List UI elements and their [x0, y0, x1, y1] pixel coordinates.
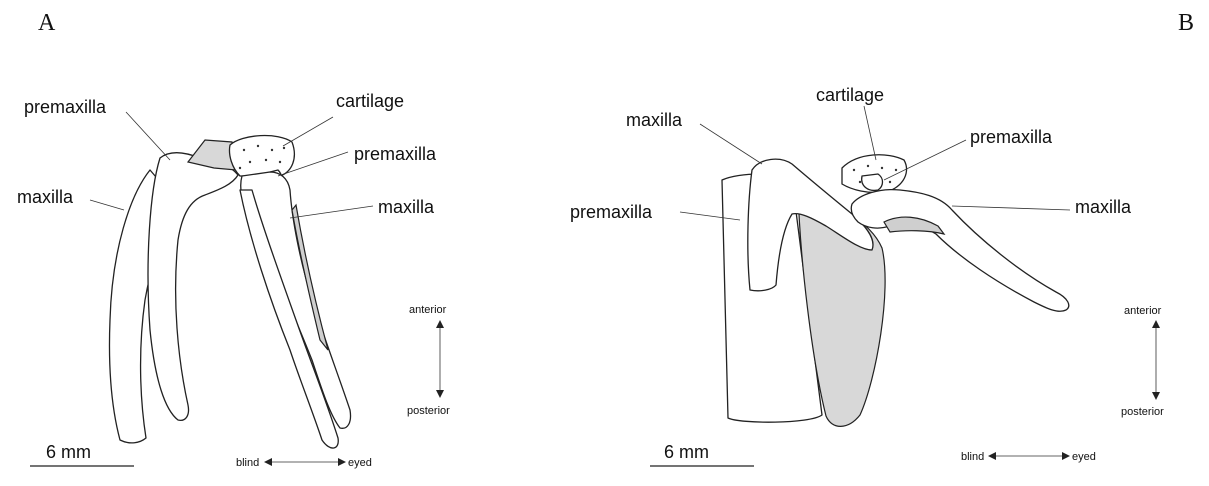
panel-b-leader-maxilla-top	[700, 124, 762, 164]
panel-b-label-maxilla-top: maxilla	[626, 110, 683, 130]
panel-a-label-premaxilla-left: premaxilla	[24, 97, 107, 117]
panel-b-arrow-down-icon	[1152, 392, 1160, 400]
panel-b-scale-label: 6 mm	[664, 442, 709, 462]
panel-b-arrow-right-icon	[1062, 452, 1070, 460]
panel-a-scale-label: 6 mm	[46, 442, 91, 462]
panel-b-label-cartilage: cartilage	[816, 85, 884, 105]
panel-b-label-maxilla-right: maxilla	[1075, 197, 1132, 217]
panel-a-arrow-down-icon	[436, 390, 444, 398]
panel-a-leader-maxilla-right	[290, 206, 373, 218]
panel-a-label-cartilage: cartilage	[336, 91, 404, 111]
panel-b-label-premaxilla-right: premaxilla	[970, 127, 1053, 147]
panel-b-arrow-left-icon	[988, 452, 996, 460]
panel-a-leader-premaxilla-left	[126, 112, 170, 160]
panel-a-left-premaxilla-shape	[148, 153, 238, 421]
panel-a-arrow-right-icon	[338, 458, 346, 466]
panel-a-cartilage-shape	[229, 136, 294, 176]
panel-a-arrow-left-icon	[264, 458, 272, 466]
panel-a-label-eyed: eyed	[348, 457, 372, 469]
panel-b-label-blind: blind	[961, 451, 984, 463]
panel-a-leader-maxilla-left	[90, 200, 124, 210]
panel-a-label-maxilla-right: maxilla	[378, 197, 435, 217]
panel-a-label-premaxilla-right: premaxilla	[354, 144, 437, 164]
panel-a-label-blind: blind	[236, 457, 259, 469]
panel-b-drawing	[680, 106, 1070, 426]
panel-a-label-anterior: anterior	[409, 304, 447, 316]
panel-b-label-posterior: posterior	[1121, 406, 1164, 418]
panel-b-label-premaxilla-left: premaxilla	[570, 202, 653, 222]
panel-a-leader-cartilage	[283, 117, 333, 146]
panel-b-leader-maxilla-right	[952, 206, 1070, 210]
panel-b-arrow-up-icon	[1152, 320, 1160, 328]
panel-a-arrow-up-icon	[436, 320, 444, 328]
panel-b-leader-cartilage	[864, 106, 876, 160]
panel-a-label-maxilla-left: maxilla	[17, 187, 74, 207]
panel-b-label-eyed: eyed	[1072, 451, 1096, 463]
panel-b-label-anterior: anterior	[1124, 305, 1162, 317]
panel-a-drawing	[90, 112, 373, 448]
panel-a-label-posterior: posterior	[407, 405, 450, 417]
